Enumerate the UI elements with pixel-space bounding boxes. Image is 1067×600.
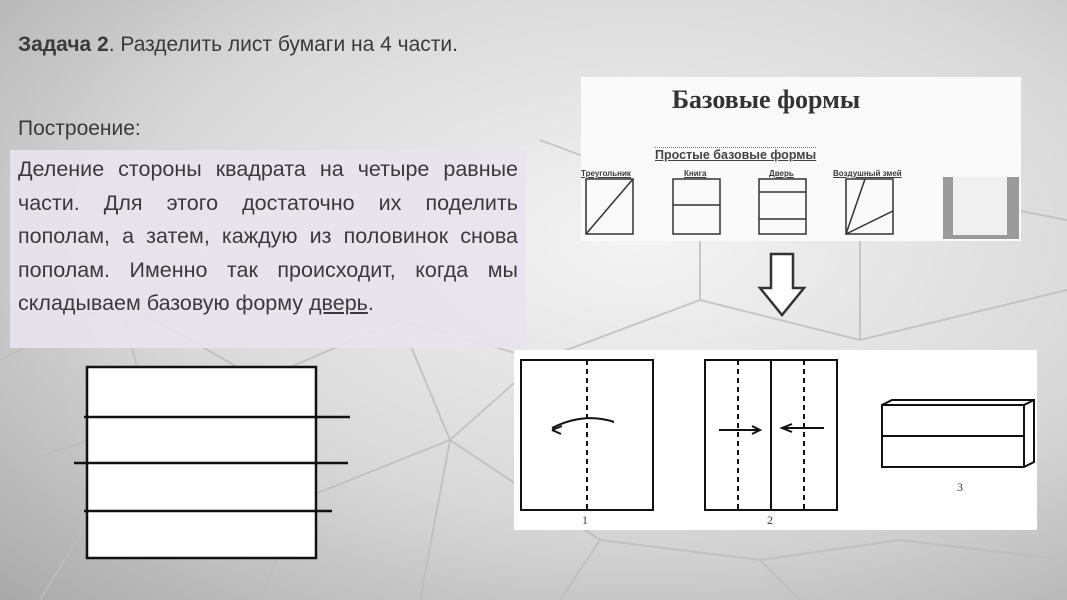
section-heading: Построение: <box>18 117 141 140</box>
shape-label-door: Дверь <box>769 169 794 178</box>
explanation-body: Деление стороны квадрата на четыре равны… <box>18 157 518 315</box>
task-description: . Разделить лист бумаги на 4 части. <box>108 33 458 56</box>
base-forms-shapes <box>585 177 1019 239</box>
simple-forms-heading: Простые базовые формы <box>655 147 817 162</box>
explanation-end: . <box>367 291 374 315</box>
step-2-label: 2 <box>767 513 773 527</box>
door-folding-steps-image: 1 2 3 <box>514 350 1037 530</box>
door-form-link[interactable]: дверь <box>309 291 368 315</box>
shape-label-kite: Воздушный змей <box>833 169 902 178</box>
step-1-label: 1 <box>582 513 588 527</box>
task-title: Задача 2. Разделить лист бумаги на 4 час… <box>18 33 458 57</box>
folding-steps-drawing <box>520 359 1035 511</box>
task-number: Задача 2 <box>18 33 109 56</box>
base-forms-image: Базовые формы Простые базовые формы Треу… <box>581 77 1021 241</box>
paper-division-diagram <box>74 365 350 560</box>
step-3-label: 3 <box>957 480 963 494</box>
explanation-text: Деление стороны квадрата на четыре равны… <box>10 150 526 348</box>
down-arrow-icon <box>757 252 807 317</box>
base-forms-heading: Базовые формы <box>671 85 861 114</box>
shape-label-triangle: Треугольник <box>581 169 631 178</box>
shape-label-book: Книга <box>684 169 707 178</box>
